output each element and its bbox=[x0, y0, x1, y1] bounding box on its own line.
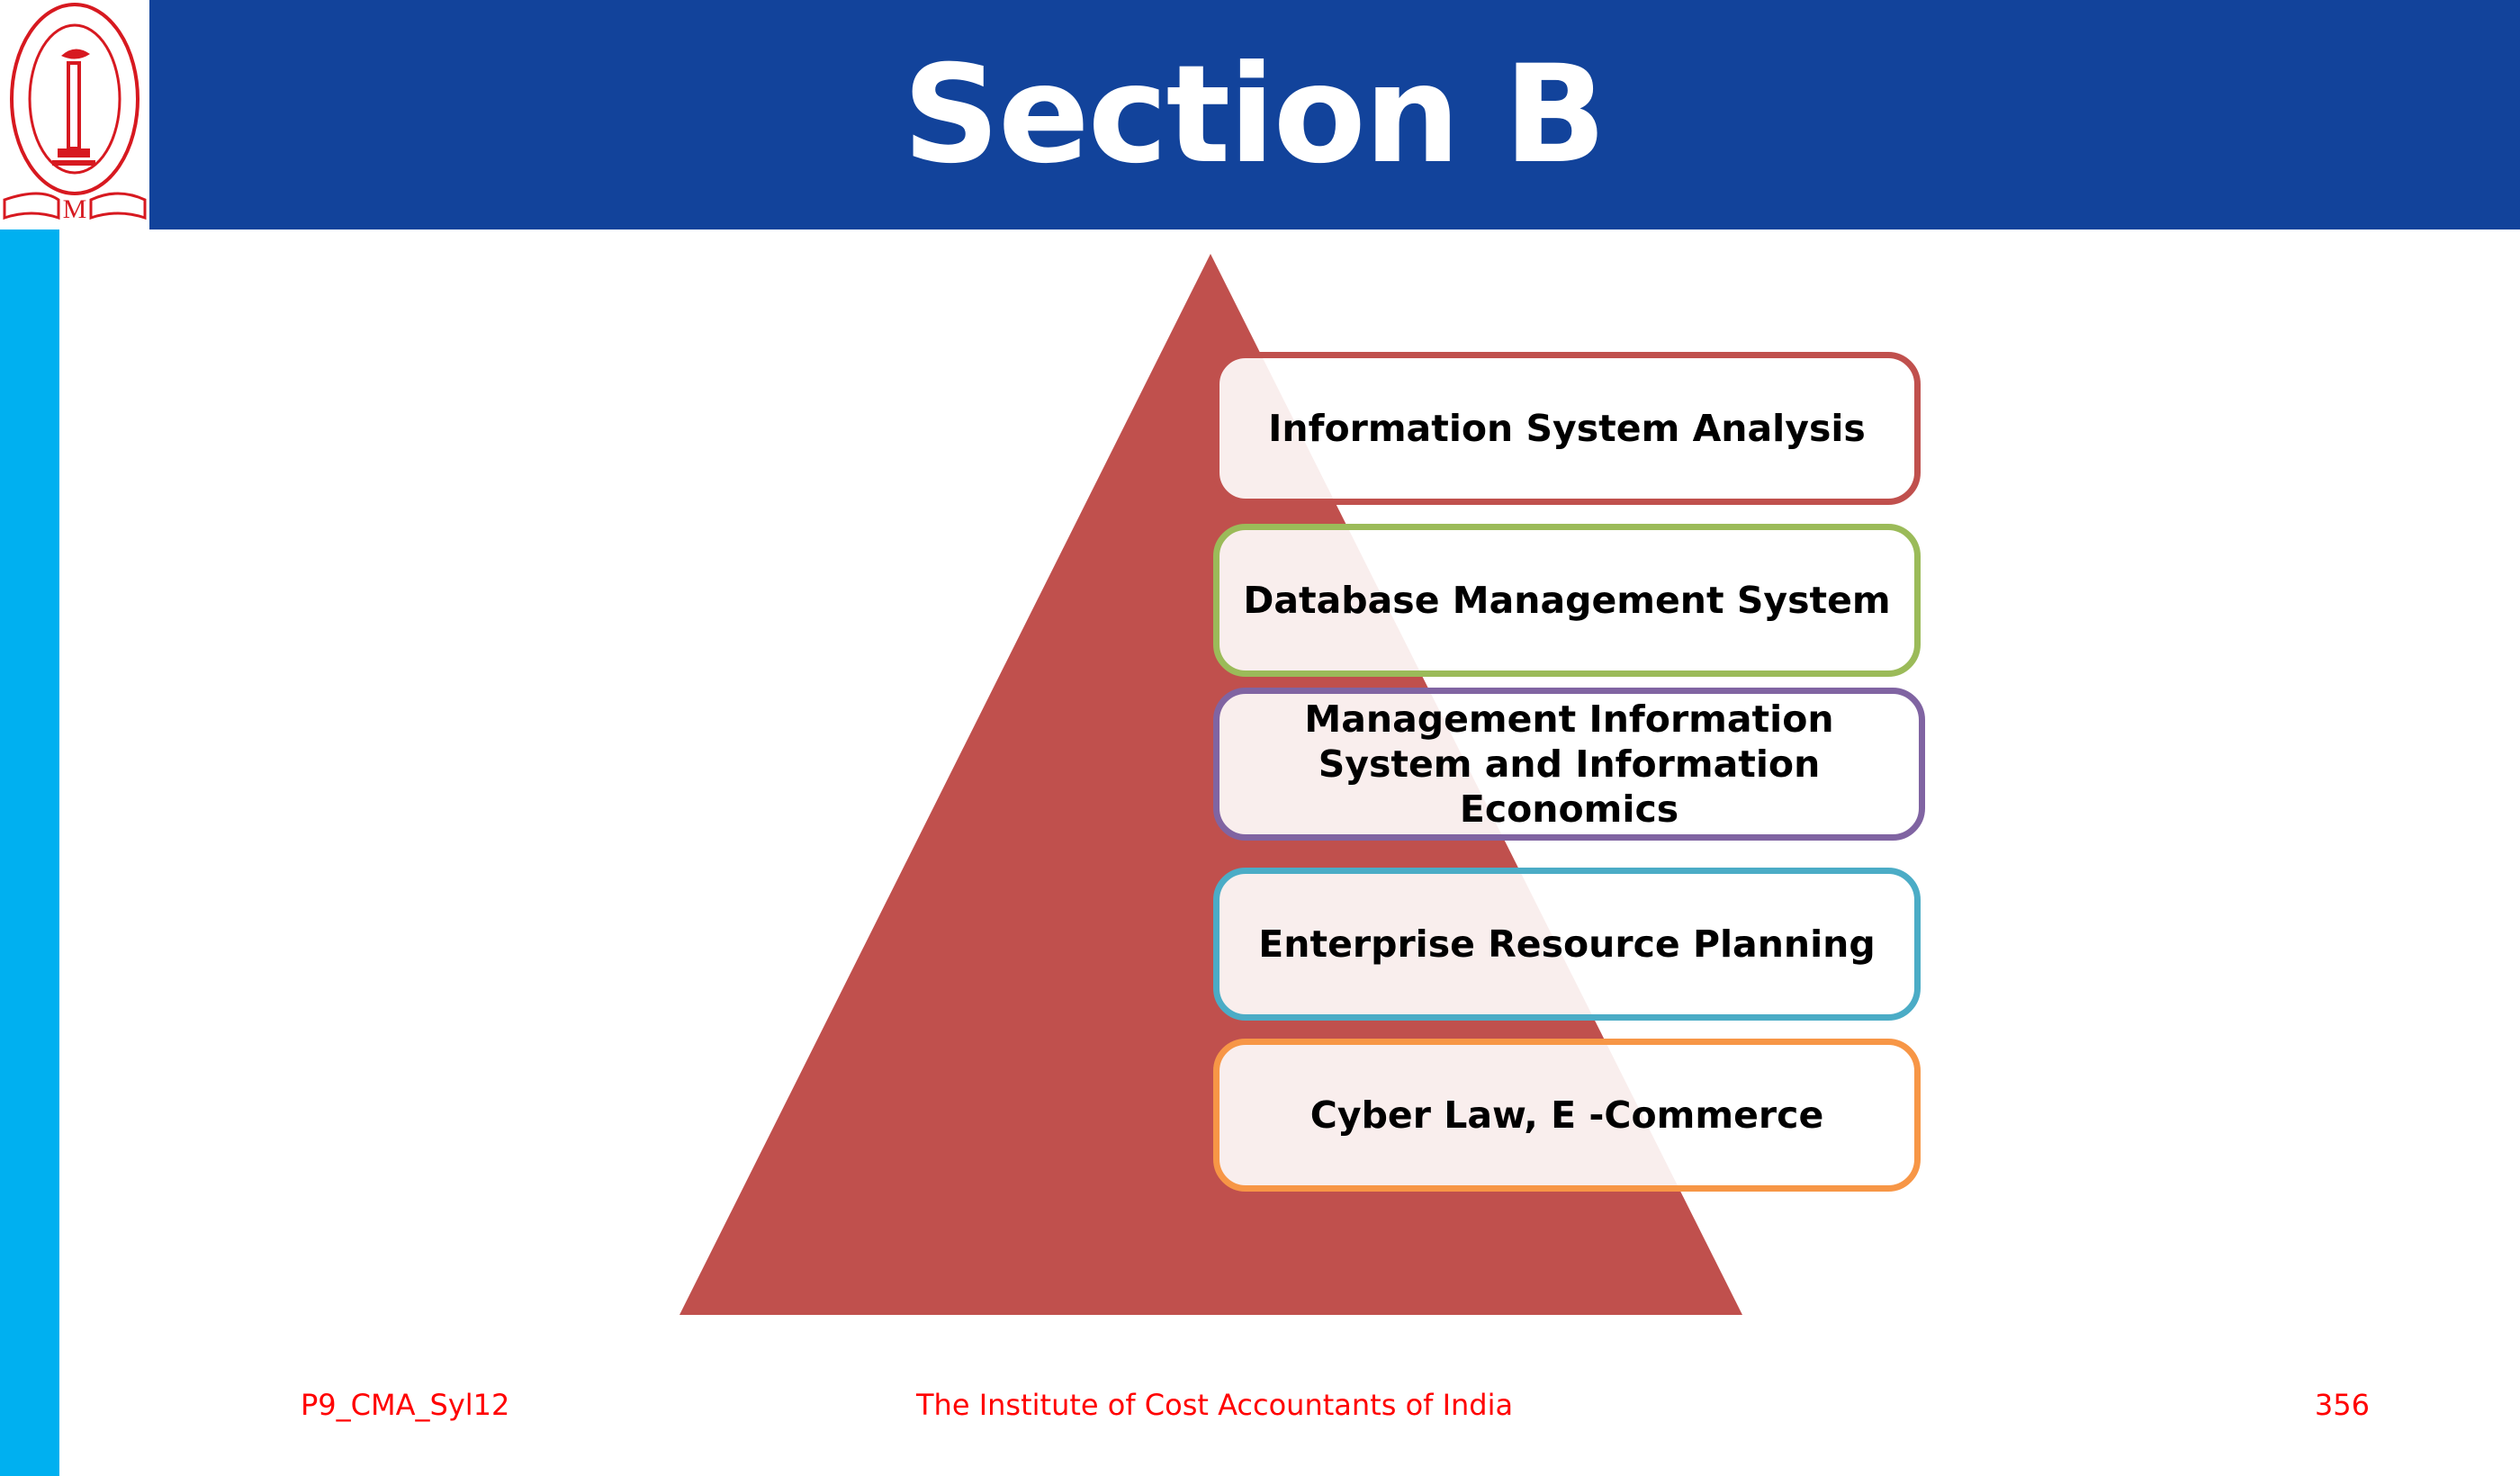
logo-emblem-icon: M bbox=[3, 3, 147, 224]
page-number: 356 bbox=[2314, 1388, 2370, 1422]
accent-sidebar bbox=[0, 230, 59, 1476]
footer-institute: The Institute of Cost Accountants of Ind… bbox=[916, 1388, 1514, 1422]
pyramid-level-5: Cyber Law, E -Commerce bbox=[1213, 1039, 1921, 1192]
pyramid-level-4: Enterprise Resource Planning bbox=[1213, 868, 1921, 1021]
footer-code: P9_CMA_Syl12 bbox=[301, 1388, 510, 1422]
page-title: Section B bbox=[902, 36, 1606, 194]
pyramid-level-1: Information System Analysis bbox=[1213, 352, 1921, 505]
header-bar bbox=[0, 0, 2520, 230]
pyramid-level-2: Database Management System bbox=[1213, 524, 1921, 677]
svg-text:M: M bbox=[63, 194, 87, 224]
pyramid-level-3: Management Information System and Inform… bbox=[1213, 688, 1925, 841]
institute-logo: M bbox=[0, 0, 149, 230]
